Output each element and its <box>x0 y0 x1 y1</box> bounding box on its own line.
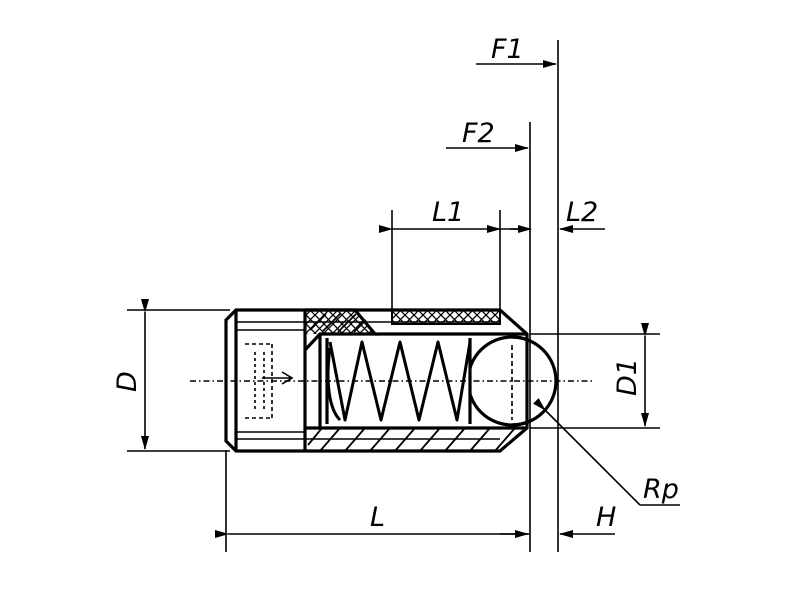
label-d1: D1 <box>612 358 643 396</box>
label-l2: L2 <box>566 197 598 228</box>
label-h: H <box>596 502 616 533</box>
dimension-l: L <box>215 502 529 538</box>
dimension-l1: L1 <box>379 197 501 233</box>
dimension-l2: L2 <box>500 197 605 233</box>
label-rp: Rp <box>643 474 679 505</box>
dimension-h: H <box>500 502 616 538</box>
dimension-f2: F2 <box>446 118 529 152</box>
label-l1: L1 <box>432 197 464 228</box>
label-f2: F2 <box>462 118 495 149</box>
extension-lines <box>127 40 660 552</box>
dimension-d: D <box>112 299 149 450</box>
label-f1: F1 <box>491 34 524 65</box>
dimension-f1: F1 <box>476 34 557 68</box>
label-l: L <box>370 502 385 533</box>
hatched-section <box>303 308 527 452</box>
dimension-d1: D1 <box>612 323 649 427</box>
dimension-rp: Rp <box>532 397 680 506</box>
label-d: D <box>112 371 143 392</box>
